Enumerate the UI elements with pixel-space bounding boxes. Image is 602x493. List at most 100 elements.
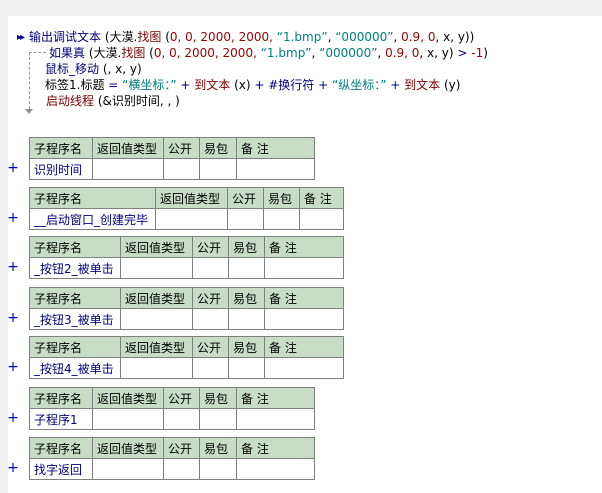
empty-cell[interactable]: [120, 308, 193, 330]
empty-cell[interactable]: [299, 208, 344, 230]
empty-cell[interactable]: [199, 408, 237, 430]
code-token: +: [314, 78, 332, 92]
code-token: 找图: [137, 30, 162, 44]
empty-cell[interactable]: [264, 357, 344, 379]
column-header: 子程序名: [29, 137, 93, 159]
empty-cell[interactable]: [163, 458, 200, 480]
empty-cell[interactable]: [263, 208, 300, 230]
subroutine-name-cell[interactable]: 识别时间: [29, 158, 93, 180]
subroutine-table: 子程序名返回值类型公开易包备 注_按钮2_被单击: [29, 236, 344, 279]
column-header: 易包: [228, 236, 265, 258]
empty-cell[interactable]: [236, 458, 315, 480]
column-header: 返回值类型: [92, 137, 164, 159]
empty-cell[interactable]: [192, 308, 229, 330]
empty-cell[interactable]: [236, 158, 315, 180]
code-token: 标签1.标题: [45, 78, 109, 92]
column-header: 备 注: [264, 287, 344, 309]
empty-cell[interactable]: [192, 257, 229, 279]
code-token: “1.bmp”: [260, 46, 312, 60]
empty-cell[interactable]: [92, 408, 164, 430]
column-header: 公开: [192, 287, 229, 309]
code-line[interactable]: 鼠标_移动 (, x, y): [45, 61, 142, 77]
code-token: -1: [471, 46, 484, 60]
subroutine-table: 子程序名返回值类型公开易包备 注__启动窗口_创建完毕: [29, 187, 344, 230]
window-left-margin: [0, 0, 8, 493]
code-token: 启动线程: [46, 94, 95, 108]
column-header: 易包: [199, 137, 237, 159]
subroutine-table: 子程序名返回值类型公开易包备 注_按钮4_被单击: [29, 336, 344, 379]
code-token: 鼠标_移动: [45, 62, 100, 76]
empty-cell[interactable]: [163, 408, 200, 430]
code-line[interactable]: 标签1.标题 = “横坐标：” + 到文本 (x) + #换行符 + “纵坐标：…: [45, 77, 460, 93]
code-token: ,: [377, 46, 386, 60]
column-header: 备 注: [264, 336, 344, 358]
empty-cell[interactable]: [228, 308, 265, 330]
code-token: (大漠.: [101, 30, 138, 44]
code-token: , x, y)): [435, 30, 475, 44]
code-token: (y): [440, 78, 461, 92]
empty-cell[interactable]: [92, 458, 164, 480]
empty-cell[interactable]: [236, 408, 315, 430]
column-header: 子程序名: [29, 287, 121, 309]
column-header: 子程序名: [29, 187, 156, 209]
code-token: “000000”: [319, 46, 378, 60]
expand-subroutine-button[interactable]: +: [7, 259, 19, 275]
column-header: 子程序名: [29, 236, 121, 258]
subroutine-name-cell[interactable]: 子程序1: [29, 408, 93, 430]
empty-cell[interactable]: [227, 208, 264, 230]
column-header: 公开: [192, 336, 229, 358]
expand-subroutine-button[interactable]: +: [7, 359, 19, 375]
column-header: 备 注: [264, 236, 344, 258]
empty-cell[interactable]: [92, 158, 164, 180]
column-header: 返回值类型: [120, 236, 193, 258]
code-token: ): [483, 46, 488, 60]
empty-cell[interactable]: [163, 158, 200, 180]
subroutine-name-cell[interactable]: _按钮2_被单击: [29, 257, 121, 279]
empty-cell[interactable]: [199, 158, 237, 180]
column-header: 公开: [227, 187, 264, 209]
code-token: 0.9, 0: [385, 46, 420, 60]
code-line[interactable]: 启动线程 (&识别时间, , ): [46, 93, 180, 109]
expand-subroutine-button[interactable]: +: [7, 210, 19, 226]
code-token: 0, 0, 2000, 2000,: [153, 46, 261, 60]
column-header: 返回值类型: [155, 187, 228, 209]
empty-cell[interactable]: [155, 208, 228, 230]
code-token: +: [176, 78, 195, 92]
subroutine-name-cell[interactable]: __启动窗口_创建完毕: [29, 208, 156, 230]
expand-subroutine-button[interactable]: +: [7, 460, 19, 476]
expand-subroutine-button[interactable]: +: [7, 310, 19, 326]
empty-cell[interactable]: [120, 257, 193, 279]
column-header: 易包: [228, 287, 265, 309]
expand-subroutine-button[interactable]: +: [7, 410, 19, 426]
code-line[interactable]: ▸▸输出调试文本 (大漠.找图 (0, 0, 2000, 2000, “1.bm…: [17, 29, 474, 45]
code-line[interactable]: 如果真 (大漠.找图 (0, 0, 2000, 2000, “1.bmp”, “…: [49, 45, 488, 61]
column-header: 易包: [199, 437, 237, 459]
column-header: 备 注: [236, 387, 315, 409]
empty-cell[interactable]: [264, 308, 344, 330]
code-token: “000000”: [335, 30, 394, 44]
expand-subroutine-button[interactable]: +: [7, 160, 19, 176]
subroutine-name-cell[interactable]: _按钮3_被单击: [29, 308, 121, 330]
code-token: (&识别时间, , ): [94, 94, 180, 108]
subroutine-name-cell[interactable]: _按钮4_被单击: [29, 357, 121, 379]
empty-cell[interactable]: [199, 458, 237, 480]
empty-cell[interactable]: [228, 257, 265, 279]
subroutine-name-cell[interactable]: 找字返回: [29, 458, 93, 480]
code-token: ,: [393, 30, 402, 44]
code-token: 到文本: [194, 78, 231, 92]
empty-cell[interactable]: [120, 357, 193, 379]
if-block-tree-line: [29, 52, 30, 109]
empty-cell[interactable]: [192, 357, 229, 379]
code-token: (: [145, 46, 154, 60]
empty-cell[interactable]: [228, 357, 265, 379]
code-token: =: [108, 78, 123, 92]
empty-cell[interactable]: [264, 257, 344, 279]
code-editor[interactable]: ▸▸输出调试文本 (大漠.找图 (0, 0, 2000, 2000, “1.bm…: [0, 0, 602, 130]
code-token: 0.9, 0: [401, 30, 436, 44]
column-header: 返回值类型: [120, 287, 193, 309]
code-token: (: [161, 30, 170, 44]
code-token: ,: [311, 46, 320, 60]
column-header: 返回值类型: [92, 437, 164, 459]
code-token: (大漠.: [85, 46, 122, 60]
